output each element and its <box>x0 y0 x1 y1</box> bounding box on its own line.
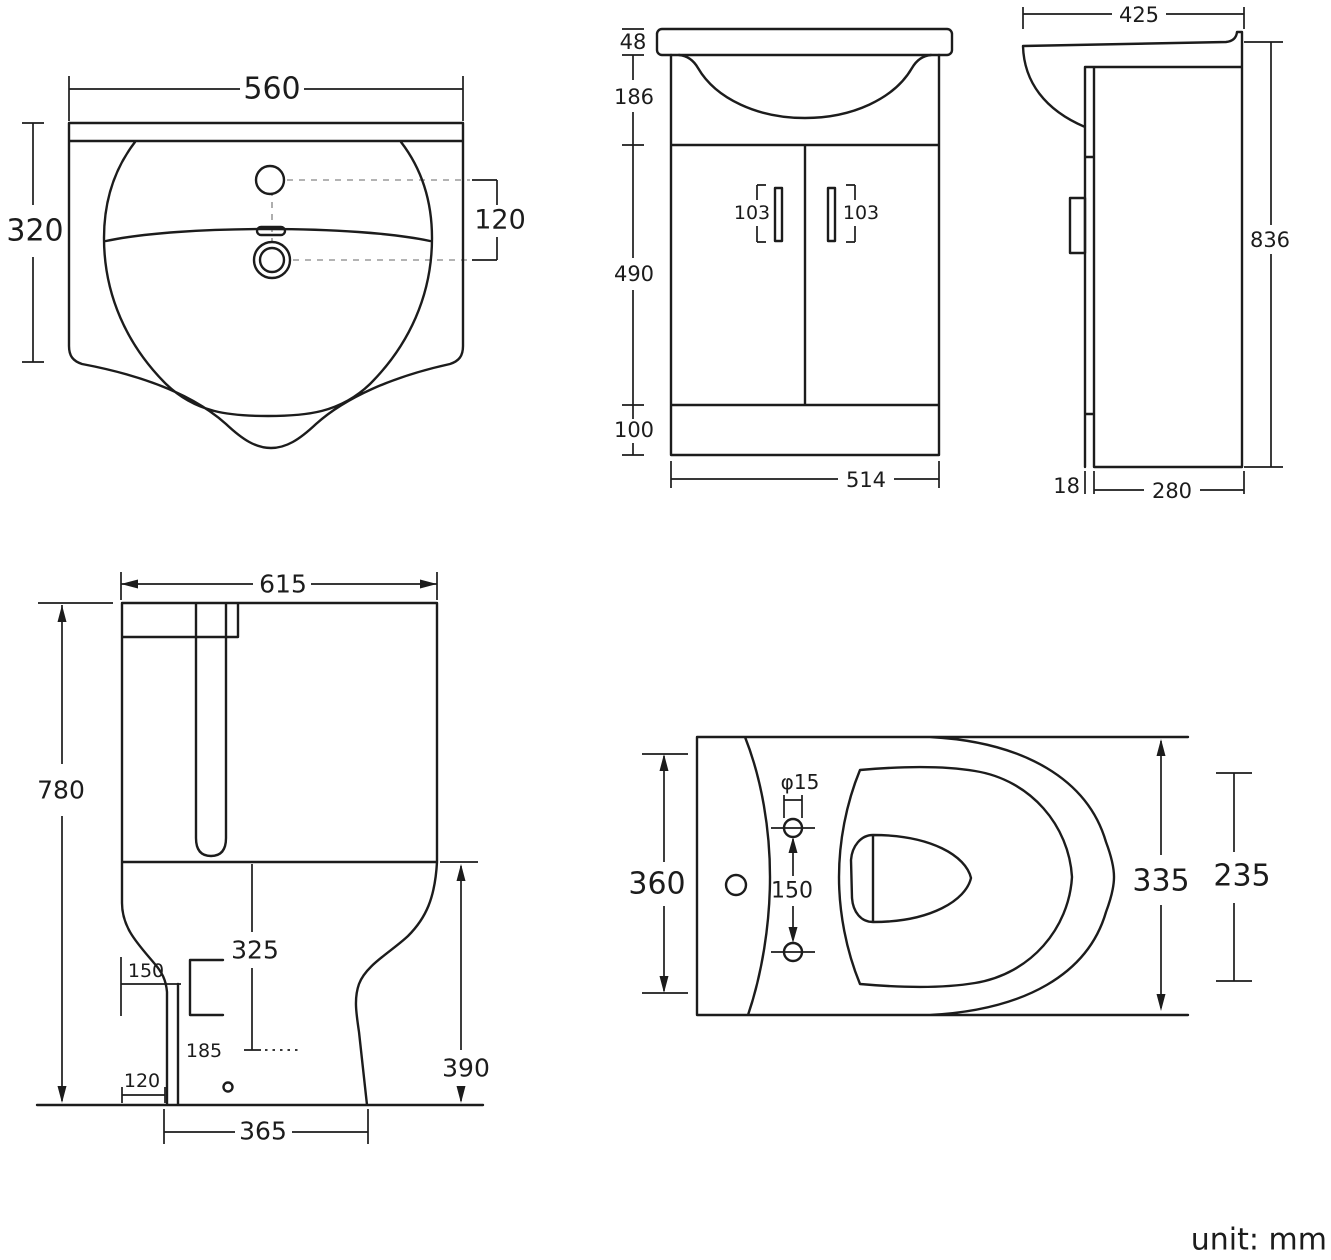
toilet-side-dimension-lines <box>38 572 478 1144</box>
toilet-side-outline <box>35 601 485 1107</box>
dim-basin-depth: 320 <box>6 214 63 249</box>
dim-toilet-depth: 615 <box>259 570 307 599</box>
vanity-front-outline <box>669 53 941 457</box>
dim-top-depth: 425 <box>1119 3 1159 27</box>
dim-door-height: 490 <box>614 262 654 286</box>
door-handle-right <box>826 186 837 243</box>
dim-door-thickness: 18 <box>1053 474 1080 498</box>
basin-top-view: 560 320 120 <box>6 72 526 450</box>
dim-toilet-height: 780 <box>37 776 85 805</box>
vanity-side-view: 425 836 18 280 <box>1021 3 1290 503</box>
toilet-top-view: 360 φ15 150 335 235 <box>628 735 1271 1017</box>
side-handle <box>1068 196 1087 255</box>
vanity-front-dimension-lines <box>622 28 940 488</box>
door-handle-left <box>773 186 784 243</box>
dim-inlet-offset: 150 <box>128 960 164 982</box>
dim-seat-height: 325 <box>231 936 279 965</box>
basin-dimension-lines <box>22 76 498 363</box>
dim-handle-right: 103 <box>843 202 879 224</box>
dim-outlet-height: 185 <box>186 1040 222 1062</box>
dim-hole-spacing: 150 <box>771 879 813 904</box>
dim-tank-width: 360 <box>628 867 685 902</box>
dim-seat-length: 335 <box>1132 864 1189 899</box>
dim-outlet-offset: 120 <box>124 1070 160 1092</box>
pan-fixing-hole <box>222 1081 234 1093</box>
overflow-slot <box>255 225 287 237</box>
vanity-front-view: 48 186 490 100 514 103 103 <box>614 27 954 492</box>
dim-base-depth: 365 <box>239 1117 287 1146</box>
drain-hole-inner <box>258 246 286 274</box>
vanity-side-outline <box>1021 30 1244 469</box>
dim-rim-height: 48 <box>620 30 647 54</box>
dim-plinth-height: 100 <box>614 418 654 442</box>
dim-basin-front-depth: 186 <box>614 85 654 109</box>
basin-centerlines <box>271 166 470 278</box>
dim-bowl-length: 235 <box>1213 859 1270 894</box>
tap-hole <box>254 164 286 196</box>
toilet-top-dimension-lines <box>642 741 1252 1008</box>
dim-cabinet-width: 514 <box>846 468 886 492</box>
vanity-side-dimension-lines <box>1022 7 1283 494</box>
dim-hole-diameter: φ15 <box>781 770 820 794</box>
dim-body-depth: 280 <box>1152 479 1192 503</box>
basin-outline <box>67 121 465 450</box>
dim-total-height: 836 <box>1250 228 1290 252</box>
dim-handle-left: 103 <box>734 202 770 224</box>
cistern-button-hole <box>724 873 748 897</box>
dim-basin-width: 560 <box>243 72 300 107</box>
toilet-side-view: 615 780 325 150 185 120 365 390 <box>35 570 490 1146</box>
dim-tap-to-drain: 120 <box>474 205 526 236</box>
dim-pan-height: 390 <box>442 1054 490 1083</box>
toilet-top-outline <box>695 735 1190 1017</box>
unit-note: unit: mm <box>1191 1223 1327 1258</box>
dimension-arrowheads <box>57 579 1166 1103</box>
basin-rim-front <box>655 27 954 57</box>
